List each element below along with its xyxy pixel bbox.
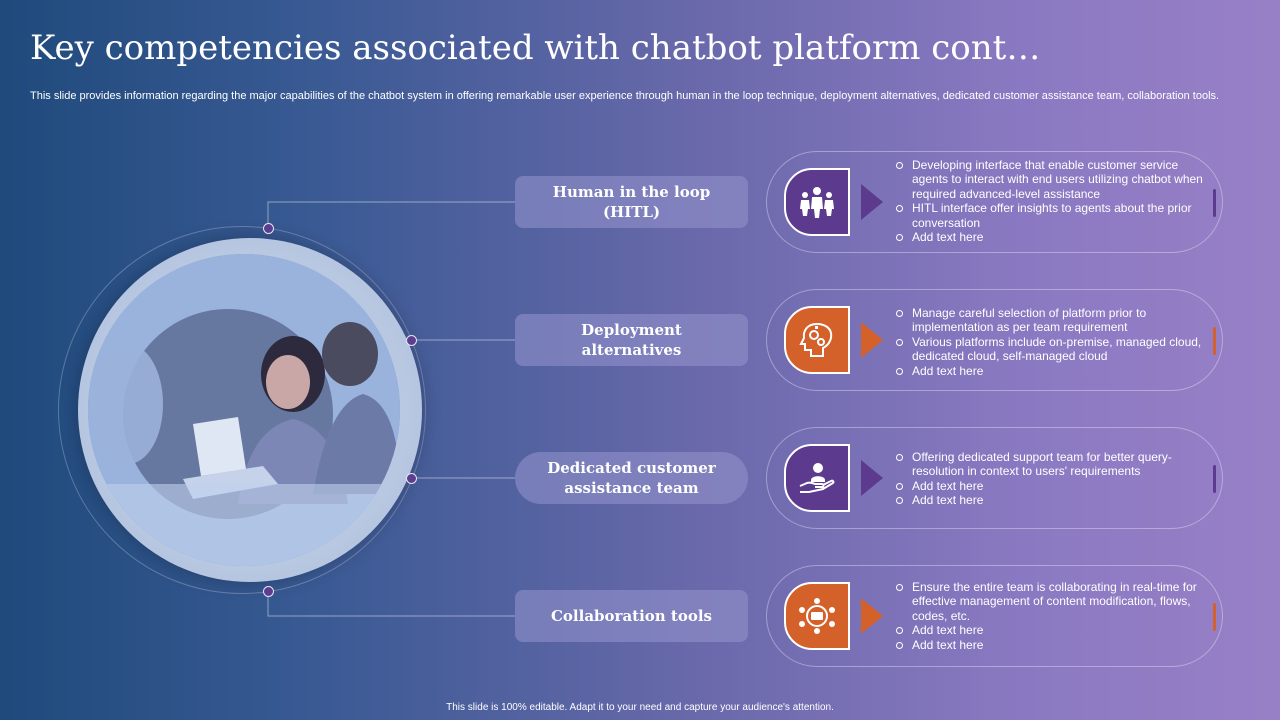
label-deployment-alternatives: Deployment alternatives — [515, 314, 748, 366]
list-item: Add text here — [894, 479, 1209, 493]
accent-bar — [1213, 603, 1216, 631]
bullet-list: Manage careful selection of platform pri… — [894, 306, 1209, 378]
list-item: Manage careful selection of platform pri… — [894, 306, 1209, 335]
card-deployment-alternatives: Manage careful selection of platform pri… — [766, 289, 1223, 391]
team-people-icon — [784, 168, 850, 236]
card-dedicated-customer-assistance: Offering dedicated support team for bett… — [766, 427, 1223, 529]
card-human-in-the-loop: Developing interface that enable custome… — [766, 151, 1223, 253]
connector-node-1 — [263, 223, 274, 234]
list-item: Add text here — [894, 623, 1209, 637]
card-collaboration-tools: Ensure the entire team is collaborating … — [766, 565, 1223, 667]
list-item: Various platforms include on-premise, ma… — [894, 335, 1209, 364]
list-item: Add text here — [894, 493, 1209, 507]
accent-bar — [1213, 327, 1216, 355]
list-item: Offering dedicated support team for bett… — [894, 450, 1209, 479]
accent-bar — [1213, 189, 1216, 217]
pointer-triangle — [861, 598, 883, 634]
bullet-list: Ensure the entire team is collaborating … — [894, 580, 1209, 652]
collaboration-network-icon — [784, 582, 850, 650]
bullet-list: Offering dedicated support team for bett… — [894, 450, 1209, 508]
connector-node-4 — [263, 586, 274, 597]
label-dedicated-customer-assistance: Dedicated customer assistance team — [515, 452, 748, 504]
list-item: HITL interface offer insights to agents … — [894, 201, 1209, 230]
list-item: Add text here — [894, 230, 1209, 244]
slide-subtitle: This slide provides information regardin… — [30, 90, 1220, 102]
accent-bar — [1213, 465, 1216, 493]
bullet-list: Developing interface that enable custome… — [894, 158, 1209, 244]
slide-title: Key competencies associated with chatbot… — [30, 28, 1041, 68]
label-collaboration-tools: Collaboration tools — [515, 590, 748, 642]
hand-support-person-icon — [784, 444, 850, 512]
list-item: Ensure the entire team is collaborating … — [894, 580, 1209, 623]
label-human-in-the-loop: Human in the loop (HITL) — [515, 176, 748, 228]
list-item: Developing interface that enable custome… — [894, 158, 1209, 201]
pointer-triangle — [861, 460, 883, 496]
list-item: Add text here — [894, 364, 1209, 378]
team-photo — [88, 254, 400, 566]
head-gears-icon — [784, 306, 850, 374]
connector-node-2 — [406, 335, 417, 346]
pointer-triangle — [861, 184, 883, 220]
slide-footer: This slide is 100% editable. Adapt it to… — [446, 702, 834, 713]
pointer-triangle — [861, 322, 883, 358]
list-item: Add text here — [894, 638, 1209, 652]
outer-orbit-ring — [58, 226, 426, 594]
connector-node-3 — [406, 473, 417, 484]
